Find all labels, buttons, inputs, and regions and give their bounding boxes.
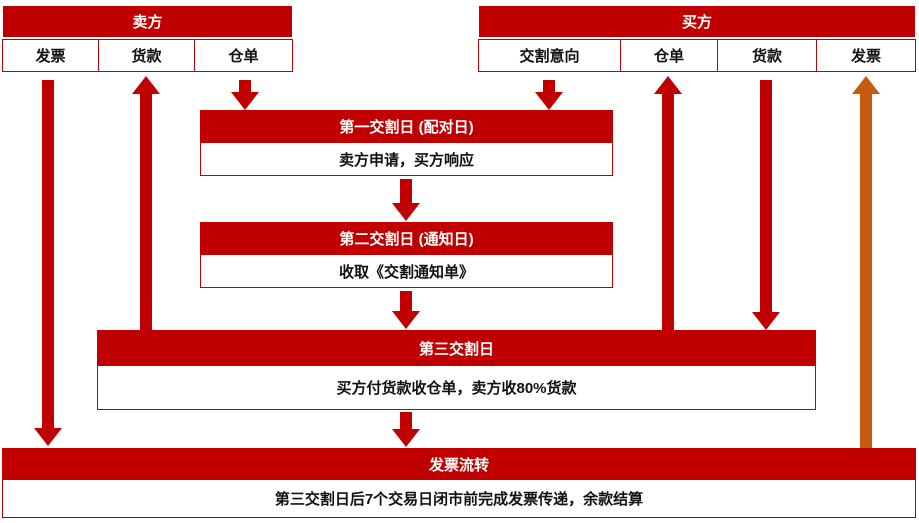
seller-payment-up-arrow bbox=[132, 76, 160, 330]
arrow-head-icon bbox=[392, 429, 420, 447]
arrow-shaft bbox=[400, 179, 412, 205]
stage2-to-stage3-arrow bbox=[392, 291, 420, 329]
arrow-head-icon bbox=[535, 92, 563, 110]
arrow-head-icon bbox=[392, 203, 420, 221]
seller-warrant-down-arrow bbox=[231, 80, 259, 110]
arrow-shaft bbox=[400, 412, 412, 431]
stage-first-delivery-day: 第一交割日 (配对日) 卖方申请，买方响应 bbox=[200, 110, 613, 176]
seller-col-payment: 货款 bbox=[98, 39, 195, 72]
seller-header: 卖方 bbox=[2, 5, 293, 38]
stage2-title: 第二交割日 (通知日) bbox=[200, 222, 613, 255]
buyer-col-warrant: 仓单 bbox=[620, 39, 718, 72]
stage1-body: 卖方申请，买方响应 bbox=[200, 143, 613, 176]
seller-invoice-down-arrow bbox=[34, 80, 62, 446]
arrow-head-icon bbox=[654, 76, 682, 94]
buyer-col-invoice: 发票 bbox=[816, 39, 916, 72]
stage2-body: 收取《交割通知单》 bbox=[200, 255, 613, 288]
buyer-col-payment: 货款 bbox=[717, 39, 817, 72]
arrow-shaft bbox=[860, 92, 872, 448]
arrow-shaft bbox=[239, 80, 251, 94]
stage1-title: 第一交割日 (配对日) bbox=[200, 110, 613, 143]
stage3-body: 买方付货款收仓单，卖方收80%货款 bbox=[97, 366, 816, 410]
stage4-body: 第三交割日后7个交易日闭市前完成发票传递，余款结算 bbox=[2, 480, 916, 518]
arrow-head-icon bbox=[132, 76, 160, 94]
buyer-col-intention: 交割意向 bbox=[478, 39, 621, 72]
arrow-shaft bbox=[543, 80, 555, 94]
buyer-intention-down-arrow bbox=[535, 80, 563, 110]
arrow-head-icon bbox=[392, 311, 420, 329]
stage-invoice-circulation: 发票流转 第三交割日后7个交易日闭市前完成发票传递，余款结算 bbox=[2, 448, 916, 518]
buyer-warrant-up-arrow bbox=[654, 76, 682, 330]
stage-second-delivery-day: 第二交割日 (通知日) 收取《交割通知单》 bbox=[200, 222, 613, 288]
arrow-head-icon bbox=[34, 428, 62, 446]
buyer-invoice-up-arrow bbox=[852, 76, 880, 448]
stage3-to-invoice-arrow bbox=[392, 412, 420, 447]
arrow-shaft bbox=[42, 80, 54, 430]
arrow-shaft bbox=[400, 291, 412, 313]
arrow-head-icon bbox=[852, 76, 880, 94]
arrow-shaft bbox=[760, 80, 772, 314]
arrow-head-icon bbox=[231, 92, 259, 110]
stage4-title: 发票流转 bbox=[2, 448, 916, 480]
buyer-payment-down-arrow bbox=[752, 80, 780, 330]
stage-third-delivery-day: 第三交割日 买方付货款收仓单，卖方收80%货款 bbox=[97, 330, 816, 410]
arrow-shaft bbox=[662, 92, 674, 330]
stage3-title: 第三交割日 bbox=[97, 330, 816, 366]
seller-col-invoice: 发票 bbox=[2, 39, 99, 72]
arrow-shaft bbox=[140, 92, 152, 330]
arrow-head-icon bbox=[752, 312, 780, 330]
buyer-header: 买方 bbox=[478, 5, 916, 38]
stage1-to-stage2-arrow bbox=[392, 179, 420, 221]
seller-col-warrant: 仓单 bbox=[194, 39, 293, 72]
